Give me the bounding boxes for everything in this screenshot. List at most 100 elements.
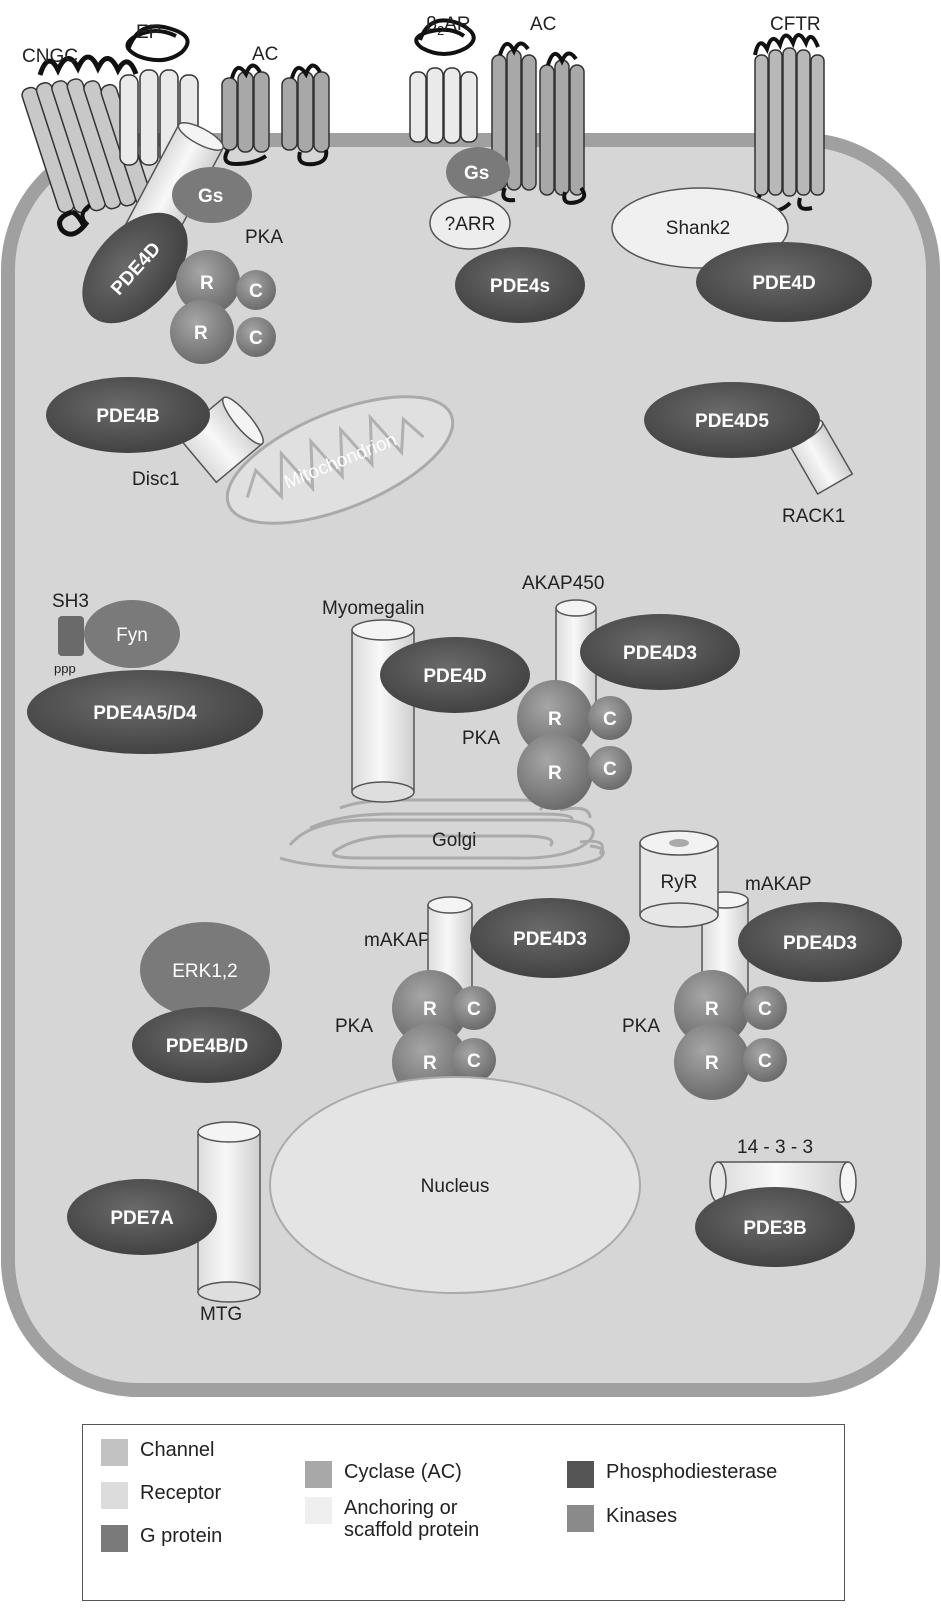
legend-item-phosphodiesterase: Phosphodiesterase — [567, 1461, 777, 1488]
cngc-label: CNGC — [22, 46, 78, 67]
rack1-label: RACK1 — [782, 506, 845, 527]
legend-swatch-phosphodiesterase — [567, 1461, 594, 1488]
legend-swatch-g-protein — [101, 1525, 128, 1552]
pde4d3-c — [738, 902, 902, 982]
beta2ar-label: β2AR — [426, 14, 471, 38]
pde4d-mid — [380, 637, 530, 713]
makap-mid-label: mAKAP — [364, 930, 431, 951]
pde4d3-b — [470, 898, 630, 978]
pde4d-right — [696, 242, 872, 322]
ep-label: EP — [136, 22, 161, 43]
cftr-channel — [753, 33, 825, 214]
pka-low-r1: R — [423, 999, 437, 1020]
pka-top-label: PKA — [245, 227, 283, 248]
pde4d-right-label: PDE4D — [752, 273, 815, 294]
gs-left — [172, 167, 252, 223]
legend-label-phosphodiesterase: Phosphodiesterase — [606, 1461, 778, 1483]
pde7a — [67, 1179, 217, 1255]
legend-item-cyclase: Cyclase (AC) — [305, 1461, 462, 1488]
erk12 — [140, 922, 270, 1018]
pka-mid-c1: C — [603, 709, 617, 730]
gs-left-label: Gs — [198, 186, 223, 207]
mitochondrion: Mitochondrion — [225, 395, 455, 525]
legend-label-receptor: Receptor — [140, 1482, 222, 1504]
mtg-cylinder — [197, 1121, 261, 1303]
pka-top-r2: R — [194, 323, 208, 344]
pde4a5d4 — [27, 670, 263, 754]
pka-right-c1: C — [758, 999, 772, 1020]
legend-label-channel: Channel — [140, 1439, 215, 1461]
gs-mid — [446, 147, 510, 197]
pka-right — [674, 970, 787, 1100]
golgi-label: Golgi — [432, 830, 476, 851]
pde4d-mid-label: PDE4D — [423, 666, 486, 687]
pka-right-r1: R — [705, 999, 719, 1020]
myomegalin-cylinder — [351, 619, 415, 803]
legend-swatch-anchoring — [305, 1497, 332, 1524]
ryr-label: RyR — [661, 872, 698, 893]
shank2-label: Shank2 — [666, 218, 730, 239]
legend-item-anchoring: Anchoring or scaffold protein — [305, 1497, 479, 1541]
legend: Channel Receptor G protein Cyclase (AC) … — [82, 1424, 845, 1601]
arrestin — [429, 196, 511, 250]
mtg-label: MTG — [200, 1304, 242, 1325]
pka-mid — [517, 680, 632, 810]
legend-label-g-protein: G protein — [140, 1525, 223, 1547]
pde4d3-a — [580, 614, 740, 690]
gs-mid-label: Gs — [464, 163, 489, 184]
pka-mid-r1: R — [548, 709, 562, 730]
makap-right-label: mAKAP — [745, 874, 812, 895]
pde4bd-label: PDE4B/D — [166, 1036, 248, 1057]
cftr-label: CFTR — [770, 14, 821, 35]
ppp-label: ppp — [54, 661, 76, 676]
pde4s — [455, 247, 585, 323]
sh3-domain — [58, 616, 84, 656]
pka-low-c1: C — [467, 999, 481, 1020]
nucleus-label: Nucleus — [421, 1176, 490, 1197]
sh3-label: SH3 — [52, 591, 89, 612]
cngc-channel — [21, 54, 153, 237]
pde4b-label: PDE4B — [96, 406, 159, 427]
legend-item-channel: Channel — [101, 1439, 215, 1466]
legend-swatch-kinases — [567, 1505, 594, 1532]
legend-label-anchoring: Anchoring or scaffold protein — [344, 1497, 479, 1541]
legend-item-g-protein: G protein — [101, 1525, 222, 1552]
legend-swatch-cyclase — [305, 1461, 332, 1488]
pde4d3-c-label: PDE4D3 — [783, 933, 857, 954]
pde4d5 — [644, 382, 820, 458]
legend-swatch-receptor — [101, 1482, 128, 1509]
legend-swatch-channel — [101, 1439, 128, 1466]
pde4a5d4-label: PDE4A5/D4 — [93, 703, 197, 724]
legend-item-kinases: Kinases — [567, 1505, 677, 1532]
beta2ar-sub: 2 — [437, 23, 444, 38]
pka-right-c2: C — [758, 1051, 772, 1072]
pde7a-label: PDE7A — [110, 1208, 174, 1229]
legend-label-anchoring-line2: scaffold protein — [344, 1519, 480, 1541]
pde4s-label: PDE4s — [490, 276, 550, 297]
legend-item-receptor: Receptor — [101, 1482, 221, 1509]
pka-top-c2: C — [249, 328, 263, 349]
pka-right-label: PKA — [622, 1016, 660, 1037]
ep-receptor — [119, 24, 199, 166]
beta2ar-receptor — [409, 18, 478, 144]
legend-label-cyclase: Cyclase (AC) — [344, 1461, 462, 1483]
fyn-label: Fyn — [116, 625, 148, 646]
beta2ar-rest: AR — [444, 14, 470, 35]
pka-low-c2: C — [467, 1051, 481, 1072]
pde4d-left: PDE4D — [82, 212, 188, 324]
legend-label-anchoring-line1: Anchoring or — [344, 1497, 458, 1519]
akap450-label: AKAP450 — [522, 573, 604, 594]
pde4d5-label: PDE4D5 — [695, 411, 769, 432]
ac-mid-label: AC — [530, 14, 556, 35]
arrestin-label: ?ARR — [445, 214, 496, 235]
ryr-channel — [639, 830, 719, 928]
fyn — [84, 600, 180, 668]
adenylyl-cyclase-left — [221, 63, 330, 167]
beta2ar-beta: β — [426, 14, 437, 35]
disc1-label: Disc1 — [132, 469, 180, 490]
pka-top-r1: R — [200, 273, 214, 294]
pde3b-label: PDE3B — [743, 1218, 806, 1239]
erk12-label: ERK1,2 — [172, 961, 237, 982]
pka-mid-r2: R — [548, 763, 562, 784]
